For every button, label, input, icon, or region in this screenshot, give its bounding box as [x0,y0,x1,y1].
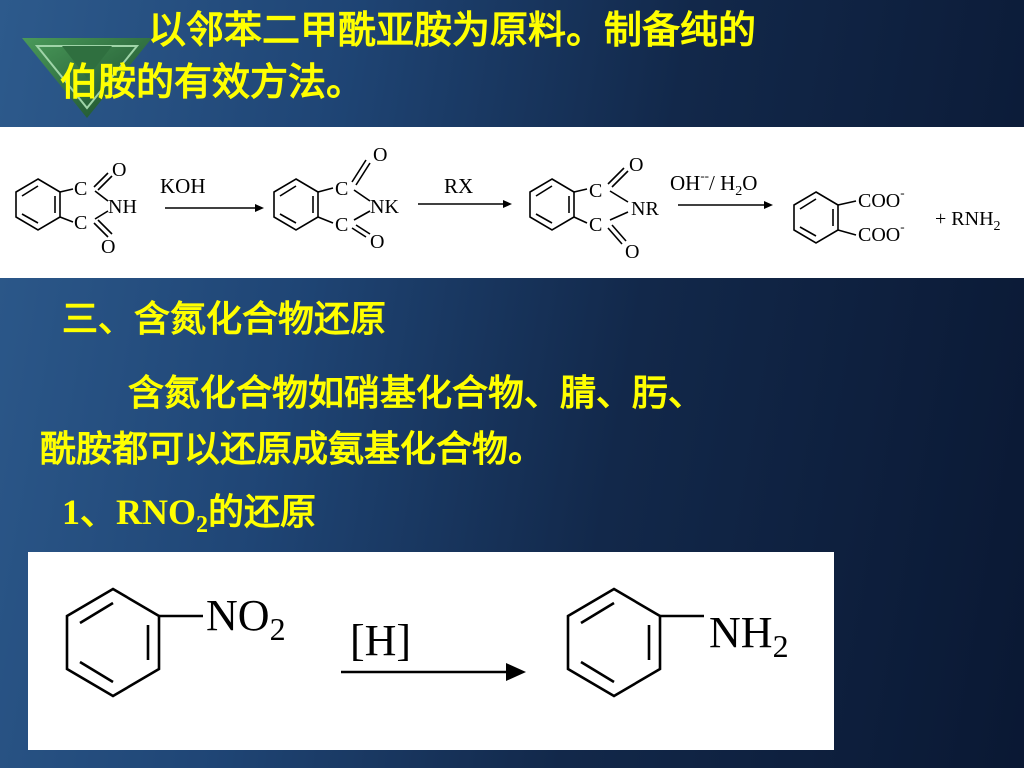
atom-label: C [74,212,87,234]
slide-title-line-1: 以邻苯二甲酰亚胺为原料。制备纯的 [148,8,757,52]
nitro-reduction-scheme: NO2 [H] NH2 [65,587,789,698]
atom-label: O [625,241,639,263]
carboxylate-bottom: COO- [858,219,905,246]
atom-label: C [589,214,602,236]
slide-title-line-2: 伯胺的有效方法。 [60,60,365,104]
carboxylate-top: COO- [858,185,905,212]
paragraph-line-1: 含氮化合物如硝基化合物、腈、肟、 [128,373,705,414]
gabriel-synthesis-panel: O C NH C O KOH O C NK C O RX O C NR C O … [0,127,1024,278]
atom-label: NH [108,196,137,218]
amino-group-label: NH2 [709,608,789,664]
atom-label: O [629,154,643,176]
reaction-arrow-4 [341,663,526,681]
product-amine: + RNH2 [935,208,1001,234]
atom-label: O [373,144,387,166]
atom-label: O [101,236,115,258]
section-heading: 三、含氮化合物还原 [62,299,387,340]
atom-label: NR [631,198,659,220]
atom-label: O [112,159,126,181]
atom-label: C [589,180,602,202]
nitro-group-label: NO2 [206,591,286,647]
green-triangle-logo-icon [22,38,152,118]
nitro-reduction-panel: NO2 [H] NH2 [28,552,834,750]
subheading: 1、RNO2的还原 [62,488,316,549]
atom-label: C [335,178,348,200]
reagent-charge: -- [700,168,709,183]
reaction-arrow-2 [418,200,512,208]
gabriel-synthesis-scheme: O C NH C O KOH O C NK C O RX O C NR C O … [15,144,1001,263]
slide-title: 以邻苯二甲酰亚胺为原料。制备纯的 伯胺的有效方法。 [60,4,1000,108]
reagent-hydroxide-water: OH--/ H2O [670,168,757,199]
subheading-subscript: 2 [196,512,208,539]
atom-label: C [74,178,87,200]
atom-label: NK [370,196,399,218]
reagent-rx: RX [444,174,473,198]
reagent-sub: 2 [735,184,742,199]
reagent-oh: OH [670,171,700,195]
atom-label: O [370,231,384,253]
reagent-koh: KOH [160,174,206,198]
atom-label: C [335,214,348,236]
reagent-hydrogen: [H] [350,616,411,665]
paragraph-line-2: 酰胺都可以还原成氨基化合物。 [40,429,545,470]
subheading-suffix: 的还原 [208,492,317,533]
body-paragraph: 含氮化合物如硝基化合物、腈、肟、 酰胺都可以还原成氨基化合物。 [40,366,1000,478]
reaction-arrow-1 [165,204,264,212]
reagent-o: O [742,171,757,195]
reagent-sep: / H [709,171,735,195]
reaction-arrow-3 [678,201,773,209]
subheading-prefix: 1、RNO [62,492,196,532]
